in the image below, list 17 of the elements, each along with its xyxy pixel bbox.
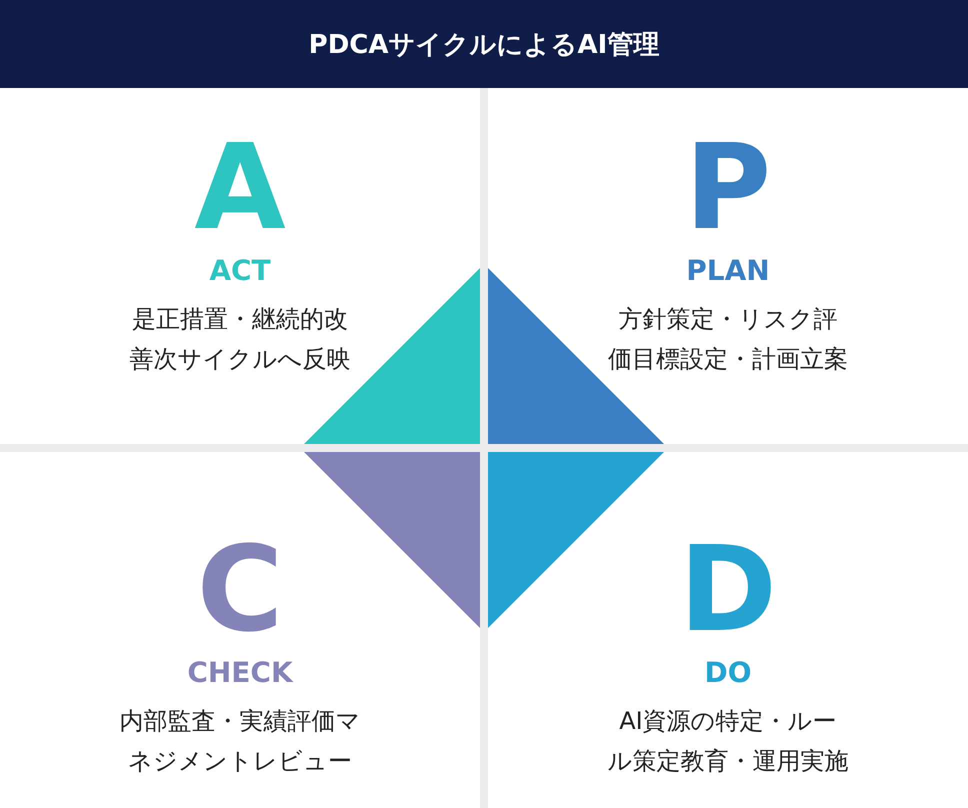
quadrant-heading: ACT — [209, 254, 271, 287]
quadrant-panel — [488, 452, 968, 808]
description-text: AI資源の特定・ルール策定教育・運用実施 — [606, 706, 850, 777]
description-text: 是正措置・継続的改善次サイクルへ反映 — [128, 304, 352, 375]
quadrant-letter: D — [679, 530, 777, 648]
quadrant-letter: A — [194, 128, 286, 246]
quadrant-letter: C — [196, 530, 284, 648]
quadrant-heading: CHECK — [187, 656, 293, 689]
description-text: 方針策定・リスク評価目標設定・計画立案 — [607, 304, 849, 375]
title-banner: PDCAサイクルによるAI管理 — [0, 0, 968, 88]
quadrant-letter: P — [684, 128, 772, 246]
description-text: 内部監査・実績評価マネジメントレビュー — [118, 706, 362, 777]
quadrant-panel — [0, 88, 480, 444]
quadrant-panel — [0, 452, 480, 808]
quadrant-heading: DO — [704, 656, 752, 689]
quadrant-heading: PLAN — [686, 254, 770, 287]
quadrant-panel — [488, 88, 968, 444]
